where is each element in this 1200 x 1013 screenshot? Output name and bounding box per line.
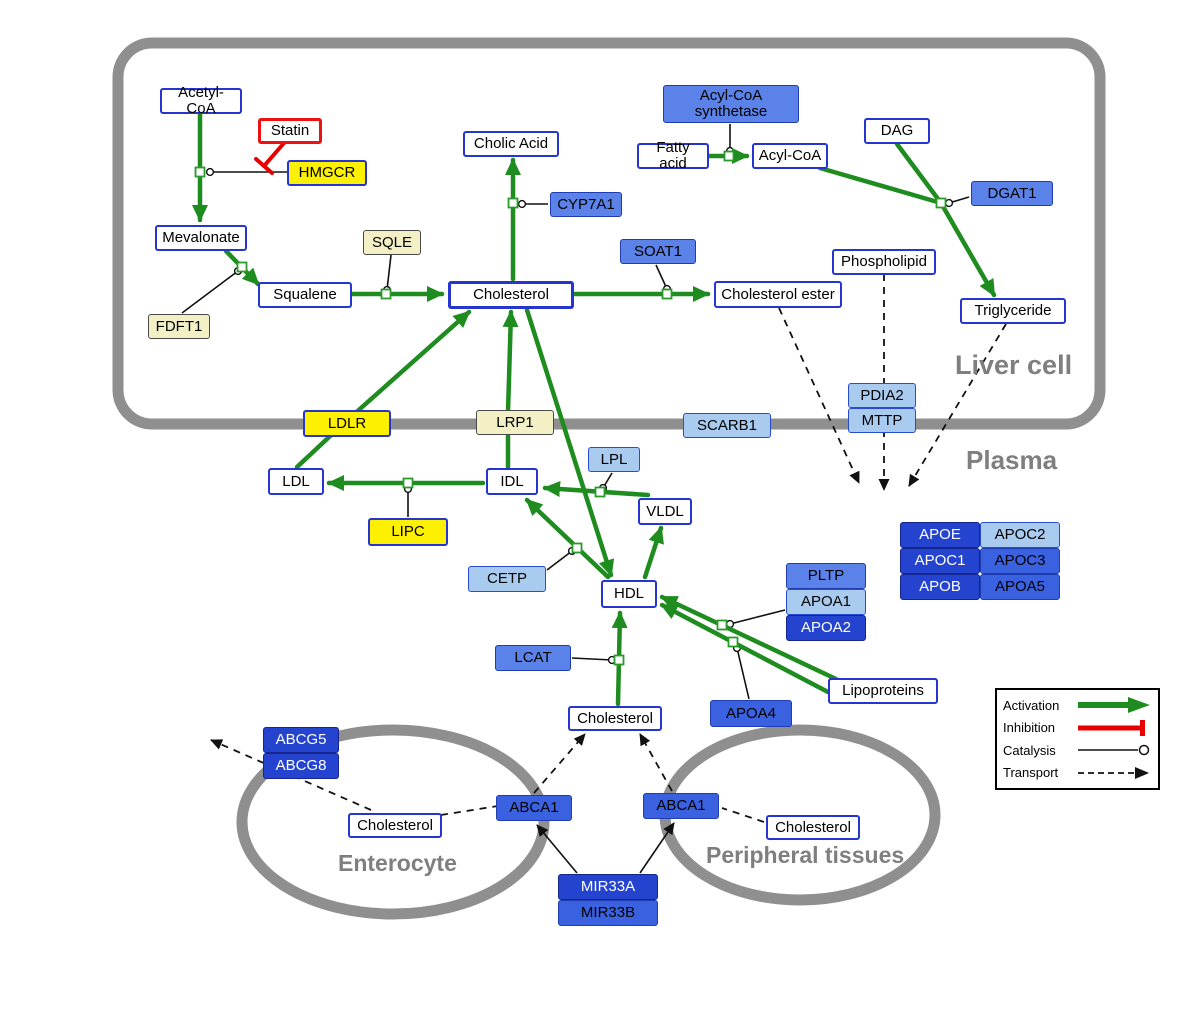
node-acetyl-coa[interactable]: Acetyl-CoA <box>160 85 242 116</box>
enterocyte-outline <box>236 724 550 920</box>
node-cholic-acid[interactable]: Cholic Acid <box>463 131 559 157</box>
node-hdl[interactable]: HDL <box>601 580 657 608</box>
node-scarb1[interactable]: SCARB1 <box>683 413 771 438</box>
node-phospholipid[interactable]: Phospholipid <box>832 249 936 275</box>
node-apoc2[interactable]: APOC2 <box>980 522 1060 548</box>
peripheral-tissues-label: Peripheral tissues <box>706 842 905 868</box>
node-cholesterol-plasma[interactable]: Cholesterol <box>568 706 662 731</box>
legend-activation-label: Activation <box>1003 697 1060 713</box>
node-acyl-coa[interactable]: Acyl-CoA <box>752 143 828 169</box>
node-apoa4[interactable]: APOA4 <box>710 700 792 727</box>
plasma-label: Plasma <box>966 445 1058 475</box>
node-apoa1[interactable]: APOA1 <box>786 589 866 615</box>
node-apoa2[interactable]: APOA2 <box>786 615 866 641</box>
node-sqle[interactable]: SQLE <box>363 230 421 255</box>
node-pltp[interactable]: PLTP <box>786 563 866 589</box>
node-fdft1[interactable]: FDFT1 <box>148 314 210 339</box>
node-apoa5[interactable]: APOA5 <box>980 574 1060 600</box>
node-dag[interactable]: DAG <box>864 118 930 144</box>
legend-transport: Transport <box>1003 762 1152 784</box>
activation-arrow-icon <box>1078 697 1150 714</box>
node-hmgcr[interactable]: HMGCR <box>287 160 367 186</box>
node-lrp1[interactable]: LRP1 <box>476 410 554 435</box>
node-lipc[interactable]: LIPC <box>368 518 448 546</box>
catalysis-circle-icon <box>1078 745 1150 756</box>
legend-catalysis-label: Catalysis <box>1003 742 1056 758</box>
node-lipoproteins[interactable]: Lipoproteins <box>828 678 938 704</box>
node-cholesterol-peripheral[interactable]: Cholesterol <box>766 815 860 840</box>
node-lcat[interactable]: LCAT <box>495 645 571 671</box>
node-cholesterol-liver[interactable]: Cholesterol <box>448 281 574 309</box>
liver-cell-outline <box>112 37 1106 430</box>
node-apob[interactable]: APOB <box>900 574 980 600</box>
node-vldl[interactable]: VLDL <box>638 498 692 525</box>
node-ldl[interactable]: LDL <box>268 468 324 495</box>
liver-cell-label: Liver cell <box>955 350 1073 380</box>
legend-catalysis: Catalysis <box>1003 739 1152 761</box>
enterocyte-label: Enterocyte <box>338 850 457 876</box>
node-cholesterol-enterocyte[interactable]: Cholesterol <box>348 813 442 838</box>
legend-box: Activation Inhibition Catalysis Transpor… <box>995 688 1160 790</box>
node-abcg8[interactable]: ABCG8 <box>263 753 339 779</box>
node-statin[interactable]: Statin <box>258 118 322 144</box>
node-lpl[interactable]: LPL <box>588 447 640 472</box>
node-pdia2[interactable]: PDIA2 <box>848 383 916 408</box>
legend-inhibition-label: Inhibition <box>1003 720 1056 736</box>
legend-transport-label: Transport <box>1003 765 1059 781</box>
catalysis-edges <box>181 124 970 874</box>
node-dgat1[interactable]: DGAT1 <box>971 181 1053 206</box>
node-idl[interactable]: IDL <box>486 468 538 495</box>
node-apoc3[interactable]: APOC3 <box>980 548 1060 574</box>
node-apoe[interactable]: APOE <box>900 522 980 548</box>
node-mir33a[interactable]: MIR33A <box>558 874 658 900</box>
node-mir33b[interactable]: MIR33B <box>558 900 658 926</box>
node-soat1[interactable]: SOAT1 <box>620 239 696 264</box>
inhibition-tbar-icon <box>1078 719 1145 736</box>
node-cholesterol-ester[interactable]: Cholesterol ester <box>714 281 842 308</box>
legend-inhibition: Inhibition <box>1003 717 1152 739</box>
node-mttp[interactable]: MTTP <box>848 408 916 433</box>
node-squalene[interactable]: Squalene <box>258 282 352 308</box>
node-fatty-acid[interactable]: Fatty acid <box>637 140 709 171</box>
node-acyl-coa-synthetase[interactable]: Acyl-CoA synthetase <box>663 85 799 123</box>
transport-dashed-arrow-icon <box>1078 766 1149 779</box>
legend-activation: Activation <box>1003 694 1152 716</box>
node-mevalonate[interactable]: Mevalonate <box>155 225 247 251</box>
node-abca1-enterocyte[interactable]: ABCA1 <box>496 795 572 821</box>
transport-edges <box>210 274 1007 823</box>
node-ldlr[interactable]: LDLR <box>303 410 391 437</box>
node-cyp7a1[interactable]: CYP7A1 <box>550 192 622 217</box>
node-cetp[interactable]: CETP <box>468 566 546 592</box>
inhibition-edge <box>254 141 286 175</box>
node-apoc1[interactable]: APOC1 <box>900 548 980 574</box>
node-triglyceride[interactable]: Triglyceride <box>960 298 1066 324</box>
reaction-nodes <box>194 150 947 666</box>
compartment-outlines <box>112 37 1106 920</box>
node-abca1-peripheral[interactable]: ABCA1 <box>643 793 719 819</box>
node-abcg5[interactable]: ABCG5 <box>263 727 339 753</box>
